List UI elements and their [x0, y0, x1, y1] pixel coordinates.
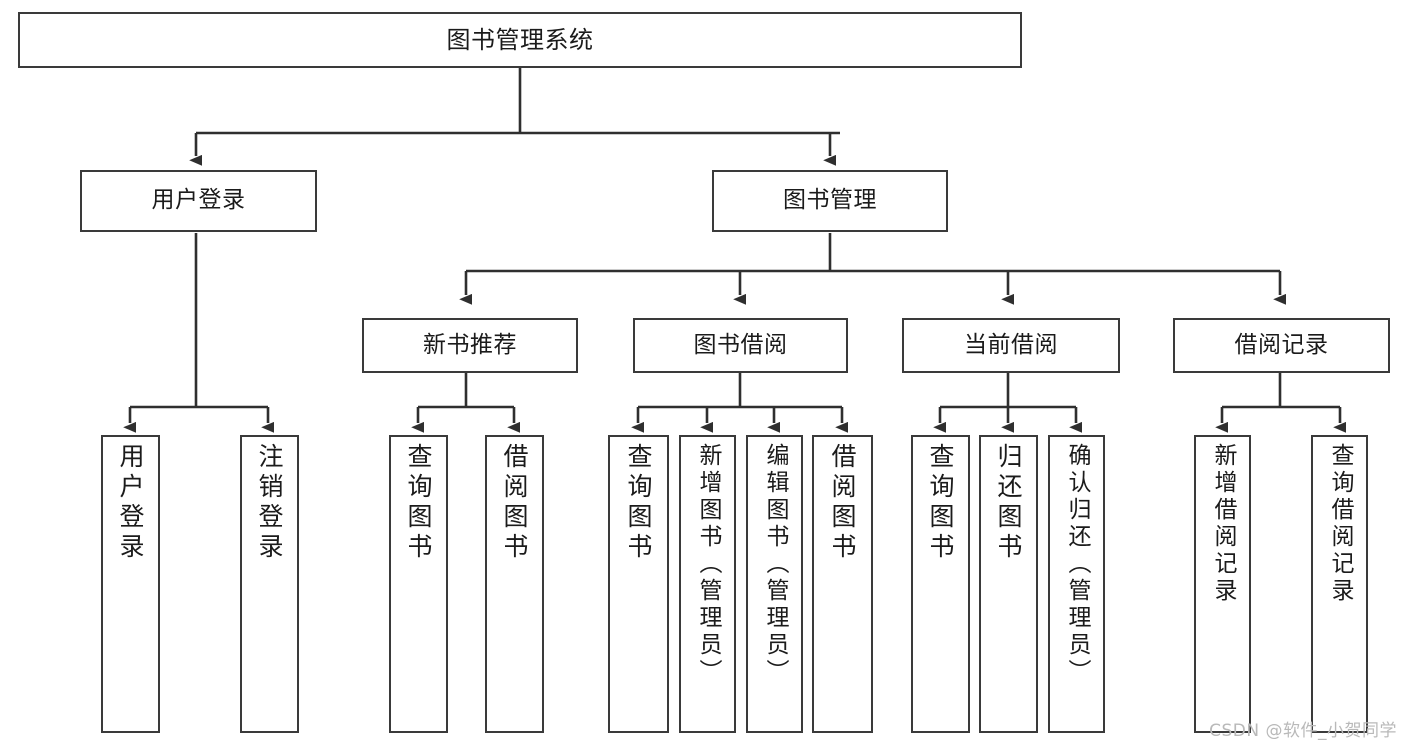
- node-label: 借阅图书: [828, 443, 857, 563]
- node-new-book-recommend[interactable]: 新书推荐: [362, 318, 578, 373]
- leaf-record-query-borrow-record[interactable]: 查询借阅记录: [1311, 435, 1368, 733]
- node-root-system[interactable]: 图书管理系统: [18, 12, 1022, 68]
- node-label: 查询图书: [624, 443, 653, 563]
- node-label: 查询图书: [404, 443, 433, 563]
- node-user-login[interactable]: 用户登录: [80, 170, 317, 232]
- leaf-borrow-add-book-admin[interactable]: 新增图书（管理员）: [679, 435, 736, 733]
- node-label: 编辑图书（管理员）: [762, 443, 788, 686]
- leaf-borrow-query-books[interactable]: 查询图书: [608, 435, 669, 733]
- node-label: 图书管理系统: [446, 25, 594, 54]
- node-label: 查询图书: [926, 443, 955, 563]
- node-current-borrow[interactable]: 当前借阅: [902, 318, 1120, 373]
- node-label: 图书管理: [783, 187, 877, 214]
- node-label: 查询借阅记录: [1327, 443, 1353, 605]
- leaf-current-confirm-return-admin[interactable]: 确认归还（管理员）: [1048, 435, 1105, 733]
- node-label: 确认归还（管理员）: [1064, 443, 1090, 686]
- leaf-user-login-logout[interactable]: 注销登录: [240, 435, 299, 733]
- leaf-user-login-login[interactable]: 用户登录: [101, 435, 160, 733]
- node-label: 图书借阅: [693, 331, 788, 358]
- node-label: 借阅图书: [500, 443, 529, 563]
- node-label: 新书推荐: [423, 331, 517, 358]
- node-book-borrow[interactable]: 图书借阅: [633, 318, 848, 373]
- node-label: 归还图书: [994, 443, 1023, 563]
- node-label: 注销登录: [255, 443, 284, 563]
- node-label: 新增图书（管理员）: [695, 443, 721, 686]
- leaf-borrow-borrow-books[interactable]: 借阅图书: [812, 435, 873, 733]
- leaf-current-query-books[interactable]: 查询图书: [911, 435, 970, 733]
- leaf-current-return-books[interactable]: 归还图书: [979, 435, 1038, 733]
- leaf-new-book-query-books[interactable]: 查询图书: [389, 435, 448, 733]
- leaf-new-book-borrow-books[interactable]: 借阅图书: [485, 435, 544, 733]
- csdn-watermark: CSDN @软件_小贺同学: [1209, 721, 1397, 741]
- node-label: 借阅记录: [1234, 331, 1329, 358]
- leaf-record-add-borrow-record[interactable]: 新增借阅记录: [1194, 435, 1251, 733]
- node-label: 用户登录: [151, 187, 246, 214]
- node-label: 当前借阅: [964, 331, 1058, 358]
- node-borrow-record[interactable]: 借阅记录: [1173, 318, 1390, 373]
- node-label: 用户登录: [116, 443, 145, 563]
- node-label: 新增借阅记录: [1210, 443, 1236, 605]
- leaf-borrow-edit-book-admin[interactable]: 编辑图书（管理员）: [746, 435, 803, 733]
- node-book-management[interactable]: 图书管理: [712, 170, 948, 232]
